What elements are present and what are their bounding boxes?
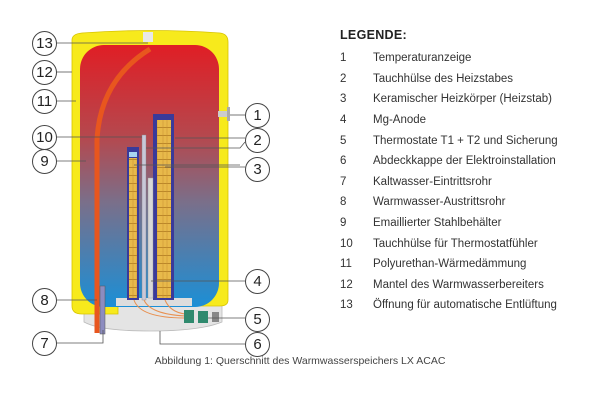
figure-caption: Abbildung 1: Querschnitt des Warmwassers… <box>154 355 446 367</box>
legend-item: 11 Polyurethan-Wärmedämmung <box>340 254 558 275</box>
legend-item: 5 Thermostate T1 + T2 und Sicherung <box>340 130 558 151</box>
callout-1: 1 <box>245 103 270 128</box>
callout-3: 3 <box>245 157 270 182</box>
callout-7: 7 <box>32 331 57 356</box>
thermostat-sleeve <box>141 134 147 301</box>
legend-item-label: Öffnung für automatische Entlüftung <box>373 299 557 312</box>
callout-8: 8 <box>32 288 57 313</box>
legend-item-number: 8 <box>340 196 347 209</box>
legend-item-label: Abdeckkappe der Elektroinstallation <box>373 155 556 168</box>
legend-item-number: 7 <box>340 175 347 188</box>
thermostat-t2 <box>198 311 208 323</box>
legend-item-number: 12 <box>340 278 353 291</box>
legend-item: 7 Kaltwasser-Eintrittsrohr <box>340 172 558 193</box>
legend-item: 2 Tauchhülse des Heizstabes <box>340 69 558 90</box>
steel-tank <box>80 45 219 307</box>
legend-item-number: 6 <box>340 155 347 168</box>
legend: LEGENDE: 1 Temperaturanzeige 2 Tauchhülse d… <box>340 28 558 316</box>
legend-item: 10 Tauchhülse für Thermostatfühler <box>340 233 558 254</box>
callout-2: 2 <box>245 128 270 153</box>
legend-item-number: 10 <box>340 237 353 250</box>
legend-item-number: 11 <box>340 258 352 271</box>
legend-item-label: Thermostate T1 + T2 und Sicherung <box>373 134 558 147</box>
thermostat-t1 <box>184 310 194 323</box>
cold-water-pipe <box>99 285 106 335</box>
legend-item-number: 4 <box>340 114 347 127</box>
heater-element-large <box>157 120 171 298</box>
hot-water-pipe <box>94 46 152 333</box>
fuse <box>212 312 219 322</box>
legend-item: 3 Keramischer Heizkörper (Heizstab) <box>340 89 558 110</box>
callout-12: 12 <box>32 60 57 85</box>
legend-item: 9 Emaillierter Stahlbehälter <box>340 213 558 234</box>
legend-item-label: Temperaturanzeige <box>373 52 472 65</box>
legend-item-number: 5 <box>340 134 347 147</box>
callout-6: 6 <box>245 332 270 357</box>
legend-item-label: Keramischer Heizkörper (Heizstab) <box>373 93 552 106</box>
legend-item: 6 Abdeckkappe der Elektroinstallation <box>340 151 558 172</box>
callout-11: 11 <box>32 89 57 114</box>
legend-item-number: 1 <box>340 52 347 65</box>
vent-opening <box>143 32 153 42</box>
heater-element-small <box>129 158 137 298</box>
legend-item-label: Kaltwasser-Eintrittsrohr <box>373 175 492 188</box>
callout-4: 4 <box>245 269 270 294</box>
temperature-gauge <box>218 111 228 117</box>
legend-item-number: 3 <box>340 93 347 106</box>
legend-item: 13 Öffnung für automatische Entlüftung <box>340 295 558 316</box>
legend-item-number: 13 <box>340 299 353 312</box>
callout-5: 5 <box>245 307 270 332</box>
legend-item-label: Emaillierter Stahlbehälter <box>373 217 502 230</box>
legend-item-label: Tauchhülse des Heizstabes <box>373 72 513 85</box>
mg-anode <box>147 177 154 299</box>
legend-item-label: Warmwasser-Austrittsrohr <box>373 196 506 209</box>
callout-9: 9 <box>32 149 57 174</box>
legend-item: 8 Warmwasser-Austrittsrohr <box>340 192 558 213</box>
legend-item-label: Polyurethan-Wärmedämmung <box>373 258 527 271</box>
legend-item: 1 Temperaturanzeige <box>340 48 558 69</box>
legend-item-label: Tauchhülse für Thermostatfühler <box>373 237 538 250</box>
legend-item: 12 Mantel des Warmwasserbereiters <box>340 275 558 296</box>
legend-item-label: Mg-Anode <box>373 114 427 127</box>
legend-item-number: 9 <box>340 217 347 230</box>
legend-item-number: 2 <box>340 72 347 85</box>
legend-title: LEGENDE: <box>340 28 407 42</box>
legend-item-label: Mantel des Warmwasserbereiters <box>373 278 544 291</box>
legend-item: 4 Mg-Anode <box>340 110 558 131</box>
callout-10: 10 <box>32 125 57 150</box>
callout-13: 13 <box>32 31 57 56</box>
